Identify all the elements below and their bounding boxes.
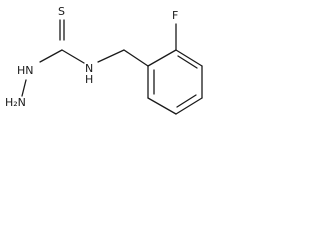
ring-bond-1 [147,49,177,67]
c-nh-amide-bond [61,49,85,64]
atom-labels: S HN H₂N N H F [5,5,178,109]
structure-drawing: S HN H₂N N H F [5,5,203,115]
c-nh-hydrazine-bond [39,49,63,63]
ring-bond-2 [175,49,203,67]
ring-bond-4 [175,97,203,115]
hydrazine-nh-label: HN [17,64,34,77]
ring-inner-double-2 [176,94,197,108]
amide-hydrogen-label: H [85,73,93,86]
fluorine-label: F [172,9,178,22]
sulfur-label: S [58,5,65,18]
n-ch2-bond [97,49,125,63]
n-n-bond [21,79,27,97]
ring-bond-5 [147,97,177,115]
amide-nitrogen-label: N [85,62,93,75]
bonds [21,19,203,115]
ring-inner-double-1 [177,55,198,69]
ch2-ring-bond [123,49,149,67]
terminal-amine-label: H₂N [5,96,26,109]
